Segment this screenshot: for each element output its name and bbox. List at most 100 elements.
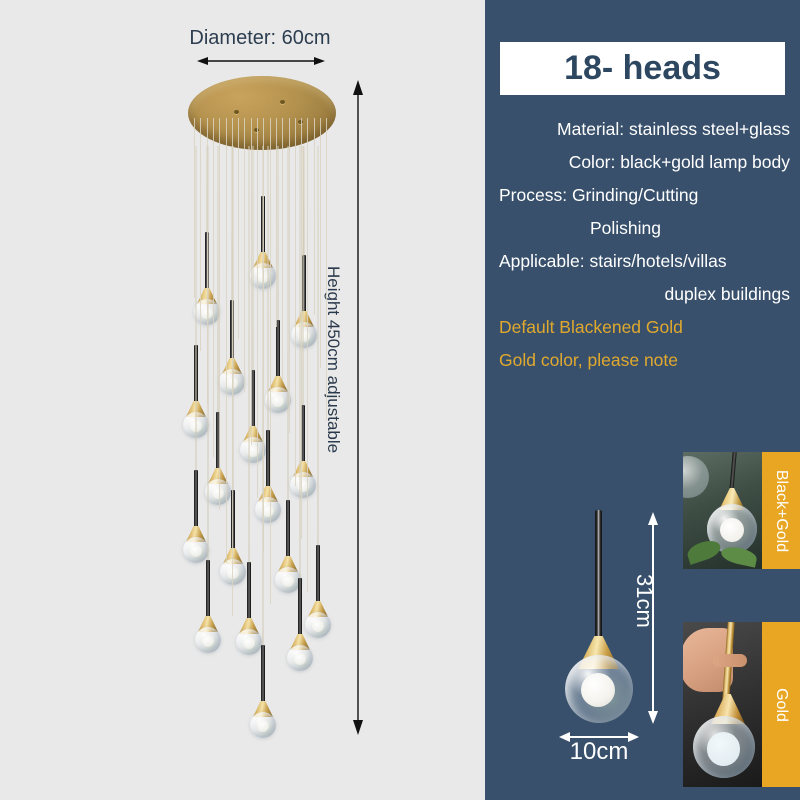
pendant-wire (248, 146, 250, 562)
canopy-hole (234, 110, 239, 114)
photo-hand-finger (713, 654, 747, 667)
canopy-wire (200, 118, 202, 351)
pendant-rod (595, 510, 602, 640)
pendant-wire (262, 146, 264, 645)
pendant-glass-ball (183, 537, 209, 563)
pendant-wire (317, 146, 319, 545)
pendant-rod (251, 370, 255, 428)
canopy-wire (231, 118, 233, 616)
canopy-wire (263, 118, 265, 551)
canopy-wire (238, 118, 240, 339)
canopy-hole (280, 100, 285, 104)
pendant-light (250, 146, 276, 747)
pendant-rod (194, 470, 198, 528)
photo-black-gold (683, 452, 763, 569)
pendant-width-label: 10cm (569, 738, 629, 765)
canopy-wire (326, 118, 328, 421)
diameter-arrow-icon (197, 57, 325, 65)
canopy-wire (244, 118, 246, 392)
canopy-wire (194, 118, 195, 298)
spec-line: Default Blackened Gold (499, 317, 683, 337)
pendant-glass-ball (275, 567, 301, 593)
pendant-wire (287, 146, 289, 500)
color-strip-gold: Gold (762, 622, 800, 787)
canopy-hole (254, 128, 259, 132)
pendant-glass-ball (240, 437, 266, 463)
canopy-wire (250, 118, 252, 445)
pendant-wire (277, 146, 279, 320)
canopy-wire (307, 118, 309, 592)
diameter-label: Diameter: 60cm (189, 27, 331, 49)
color-strip-label: Black+Gold (773, 469, 791, 552)
canopy-wire (206, 118, 208, 404)
pendant-rod (206, 560, 210, 618)
heads-badge-label: 18- heads (564, 49, 721, 87)
pendant-light (236, 146, 262, 664)
pendant-glass-ball (255, 497, 281, 523)
chandelier-diagram-panel: Diameter: 60cm Height 450cm adjustable (183, 27, 363, 747)
photo-plant-leaf (719, 544, 759, 568)
pendant-wire (303, 146, 305, 255)
canopy-wire (313, 118, 315, 315)
spec-line: Applicable: stairs/hotels/villas (499, 251, 727, 271)
pendant-rod (302, 255, 306, 313)
pendant-wire (232, 146, 234, 490)
pendant-height-label: 31cm (632, 574, 657, 628)
pendant-glass-ball (250, 712, 276, 738)
pendant-rod (266, 430, 270, 488)
pendant-glass-ball (205, 479, 231, 505)
pendant-wire (267, 146, 269, 430)
spec-line: Gold color, please note (499, 350, 679, 370)
pendant-light (287, 146, 313, 680)
spec-line: Polishing (589, 218, 662, 238)
single-pendant-diagram: 31cm 10cm (545, 490, 685, 770)
pendant-light (205, 146, 231, 514)
pendant-glass-ball (305, 612, 331, 638)
photo-pendant-ball (707, 504, 757, 554)
pendant-wire (217, 146, 219, 412)
pendant-light (183, 146, 209, 572)
pendant-rod (286, 500, 290, 558)
canopy-wire (212, 118, 214, 457)
canopy-hole (298, 120, 303, 124)
pendant-rod (261, 645, 265, 703)
pendant-rod (276, 320, 280, 378)
canopy-wire (282, 118, 284, 380)
pendant-rod (247, 562, 251, 620)
photo-pendant-ball (693, 716, 755, 778)
canopy-wire (269, 118, 271, 604)
spec-line: Process: Grinding/Cutting (499, 185, 699, 205)
spec-line: Material: stainless steel+glass (557, 119, 790, 139)
pendant-glass-ball (287, 645, 313, 671)
pendant-rod (231, 490, 235, 550)
heads-badge: 18- heads (500, 42, 785, 95)
spec-line: duplex buildings (664, 284, 790, 304)
canopy-wire (225, 118, 227, 563)
color-strip-label: Gold (772, 687, 790, 722)
photo-gold (683, 622, 763, 787)
pendant-rod (316, 545, 320, 603)
pendant-wire (195, 146, 197, 470)
height-arrow-icon (353, 80, 363, 735)
pendant-wire (302, 146, 304, 405)
pendant-glass-ball (290, 472, 316, 498)
canopy-wire (301, 118, 303, 539)
color-strip-black-gold: Black+Gold (762, 452, 800, 569)
spec-line: Color: black+gold lamp body (568, 152, 790, 172)
pendant-glass-ball (265, 387, 291, 413)
pendant-height-arrow-icon (648, 512, 658, 724)
pendant-light (265, 146, 291, 422)
photo-plant-leaf (685, 537, 723, 565)
canopy-wire (219, 118, 221, 510)
canopy-wire (275, 118, 277, 327)
pendant-width-arrow-icon (559, 732, 639, 742)
pendant-rod (298, 578, 302, 636)
pendant-light (240, 146, 266, 472)
photo-pendant-rod (729, 452, 737, 493)
pendant-rod (216, 412, 220, 470)
pendant-rod (301, 405, 305, 463)
canopy-wire (288, 118, 290, 433)
canopy-wire (320, 118, 321, 368)
